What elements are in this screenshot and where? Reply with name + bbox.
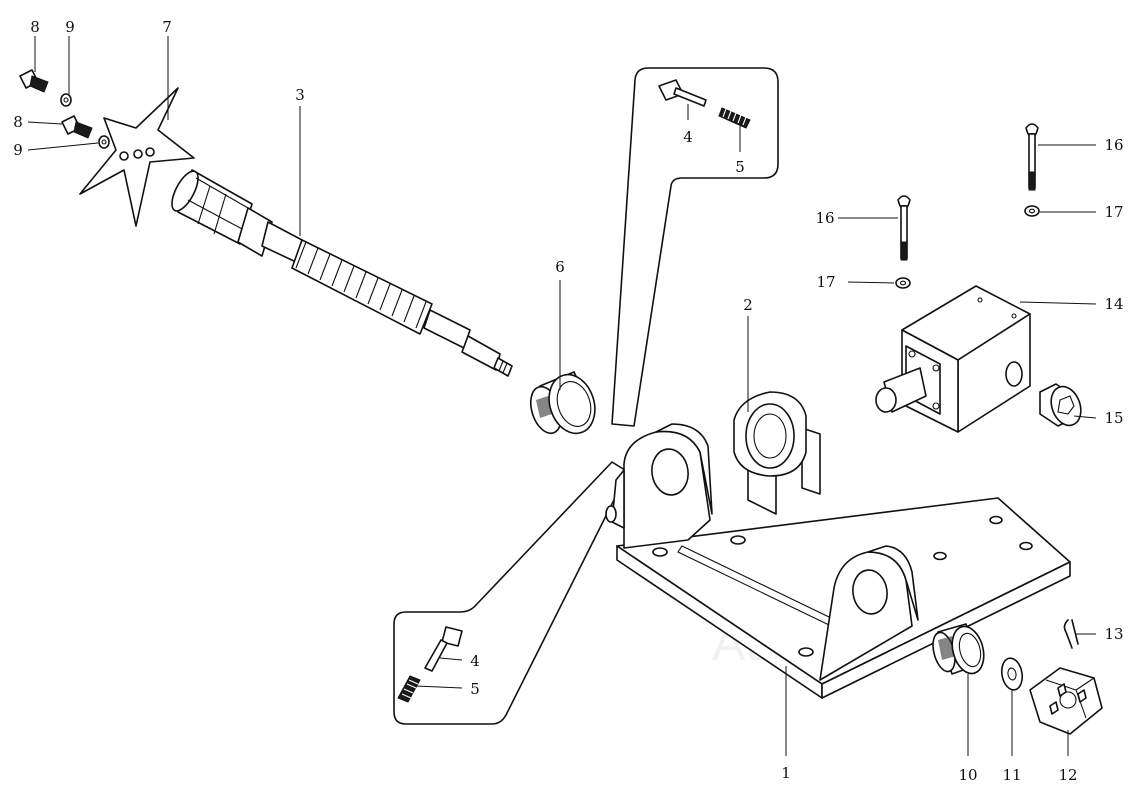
callout-16-lower: 16 <box>815 209 834 227</box>
callout-labels: 8 9 7 3 8 9 4 5 6 2 16 16 17 17 14 15 13… <box>13 18 1123 784</box>
bracket-base-part-1 <box>605 423 1071 699</box>
callout-6: 6 <box>555 258 565 276</box>
star-washer-part-7 <box>79 87 195 227</box>
callout-16-upper: 16 <box>1104 136 1123 154</box>
washer-part-9-upper <box>60 93 72 107</box>
clamp-part-2 <box>733 391 821 515</box>
callout-8-lower: 8 <box>13 113 23 131</box>
bushing-part-6 <box>529 371 596 435</box>
callout-1: 1 <box>781 764 791 782</box>
callout-11: 11 <box>1002 766 1021 784</box>
callout-8-upper: 8 <box>30 18 40 36</box>
callout-14: 14 <box>1104 295 1123 313</box>
pin-part-4-bottom <box>424 626 463 672</box>
detail-inset-top <box>611 67 779 427</box>
callout-17-lower: 17 <box>816 273 835 291</box>
bolt-part-8-lower <box>61 115 93 139</box>
plug-part-15 <box>1039 383 1082 427</box>
callout-9-lower: 9 <box>13 141 23 159</box>
washer-part-17-lower <box>895 277 911 289</box>
screw-part-16-lower <box>897 195 911 261</box>
callout-13: 13 <box>1104 625 1123 643</box>
callout-7: 7 <box>162 18 172 36</box>
pin-part-4-top <box>658 79 707 107</box>
screw-part-16-upper <box>1025 123 1039 191</box>
callout-10: 10 <box>958 766 977 784</box>
bolt-part-8-upper <box>19 69 49 93</box>
washer-part-17-upper <box>1024 205 1040 217</box>
spring-part-5-bottom <box>397 675 421 703</box>
callout-17-upper: 17 <box>1104 203 1123 221</box>
castle-nut-part-12 <box>1029 667 1103 735</box>
bushing-part-10 <box>932 623 985 675</box>
shaft-part-3 <box>171 169 513 377</box>
callout-5-bottom: 5 <box>470 680 480 698</box>
leader-lines <box>27 36 1097 756</box>
detail-inset-bottom <box>393 461 629 725</box>
callout-15: 15 <box>1104 409 1123 427</box>
switch-box-part-14 <box>875 285 1031 433</box>
callout-5-top: 5 <box>735 158 745 176</box>
washer-part-9-lower <box>98 135 110 149</box>
callout-2: 2 <box>743 296 753 314</box>
washer-part-11 <box>1000 657 1024 691</box>
callout-4-top: 4 <box>683 128 693 146</box>
callout-9-upper: 9 <box>65 18 75 36</box>
callout-12: 12 <box>1058 766 1077 784</box>
spring-part-5-top <box>718 107 751 129</box>
callout-3: 3 <box>295 86 305 104</box>
callout-4-bottom: 4 <box>470 652 480 670</box>
cotter-pin-part-13 <box>1063 619 1079 649</box>
